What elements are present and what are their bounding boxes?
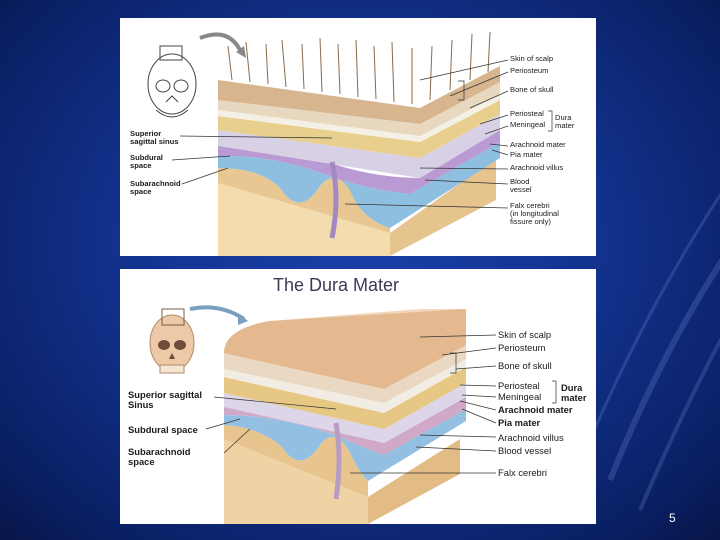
label-line: fissure only): [510, 216, 551, 226]
label-bone-of-skull: Bone of skull: [510, 85, 554, 94]
meninges-cross-section-drawing-top: [147, 31, 509, 256]
label-line: space: [130, 186, 152, 196]
label-line: space: [128, 455, 155, 467]
label-line: Dura: [555, 113, 572, 122]
label-line: mater: [561, 391, 587, 403]
label-pia-mater: Pia mater: [510, 150, 543, 159]
label-line: Superior: [130, 129, 162, 138]
label-line: Falx cerebri: [510, 201, 550, 210]
label-subarachnoid-space: Subarachnoid space: [128, 447, 191, 467]
label-line: mater: [555, 120, 575, 130]
label-subdural-space: Subdural space: [130, 154, 163, 170]
label-line: space: [130, 160, 152, 170]
label-line: vessel: [510, 184, 532, 194]
label-line: Subarachnoid: [128, 446, 191, 457]
label-skin-of-scalp: Skin of scalp: [510, 54, 554, 63]
label-superior-sagittal-sinus: Superior sagittal Sinus: [128, 390, 202, 410]
label-arachnoid-mater: Arachnoid mater: [498, 404, 573, 415]
label-periosteal: Periosteal: [510, 109, 544, 118]
scalp-hair-strokes: [227, 31, 491, 104]
label-line: Subdural: [130, 153, 163, 162]
meninges-illustration-top: Superior sagittal sinus Subdural space S…: [120, 18, 596, 256]
label-line: Sinus: [128, 398, 154, 410]
label-dura-mater: Dura mater: [555, 114, 574, 130]
label-line: Subarachnoid: [130, 179, 181, 188]
label-falx-cerebri: Falx cerebri: [498, 467, 547, 478]
label-line: Blood: [510, 177, 530, 186]
label-arachnoid-villus: Arachnoid villus: [498, 432, 564, 443]
label-periosteal: Periosteal: [498, 380, 540, 391]
pointer-arrow-icon: [199, 32, 244, 55]
label-meningeal: Meningeal: [510, 120, 546, 129]
label-dura-mater: Dura mater: [561, 383, 587, 403]
meninges-illustration-bottom: The Dura Mater Superior sagittal Sinus S…: [120, 269, 596, 524]
background-decoration: [590, 192, 720, 511]
label-line: sagittal sinus: [130, 136, 179, 146]
label-line: Superior sagittal: [128, 389, 202, 400]
label-meningeal: Meningeal: [498, 391, 542, 402]
label-arachnoid-villus: Arachnoid villus: [510, 163, 564, 172]
label-falx-cerebri: Falx cerebri (in longitudinal fissure on…: [510, 202, 559, 226]
dura-bracket: [548, 110, 553, 132]
label-line: (in longitudinal: [510, 208, 559, 218]
label-superior-sagittal-sinus: Superior sagittal sinus: [130, 130, 179, 146]
label-pia-mater: Pia mater: [498, 417, 541, 428]
label-skin-of-scalp: Skin of scalp: [498, 329, 552, 340]
label-bone-of-skull: Bone of skull: [498, 360, 552, 371]
pointer-arrow-icon: [189, 305, 246, 321]
label-line: Dura: [561, 382, 583, 393]
label-periosteum: Periosteum: [510, 66, 549, 75]
label-subdural-space: Subdural space: [128, 424, 198, 435]
dura-bracket: [552, 380, 557, 404]
page-title: The Dura Mater: [273, 275, 400, 295]
label-blood-vessel: Blood vessel: [510, 178, 532, 194]
slide-page-number: 5: [669, 511, 676, 525]
skull-outline-icon: [147, 45, 197, 118]
label-arachnoid-mater: Arachnoid mater: [510, 140, 566, 149]
label-blood-vessel: Blood vessel: [498, 445, 552, 456]
skull-icon: [149, 308, 195, 374]
meninges-cross-section-drawing-bottom: [149, 305, 497, 524]
label-periosteum: Periosteum: [498, 342, 546, 353]
label-subarachnoid-space: Subarachnoid space: [130, 180, 181, 196]
